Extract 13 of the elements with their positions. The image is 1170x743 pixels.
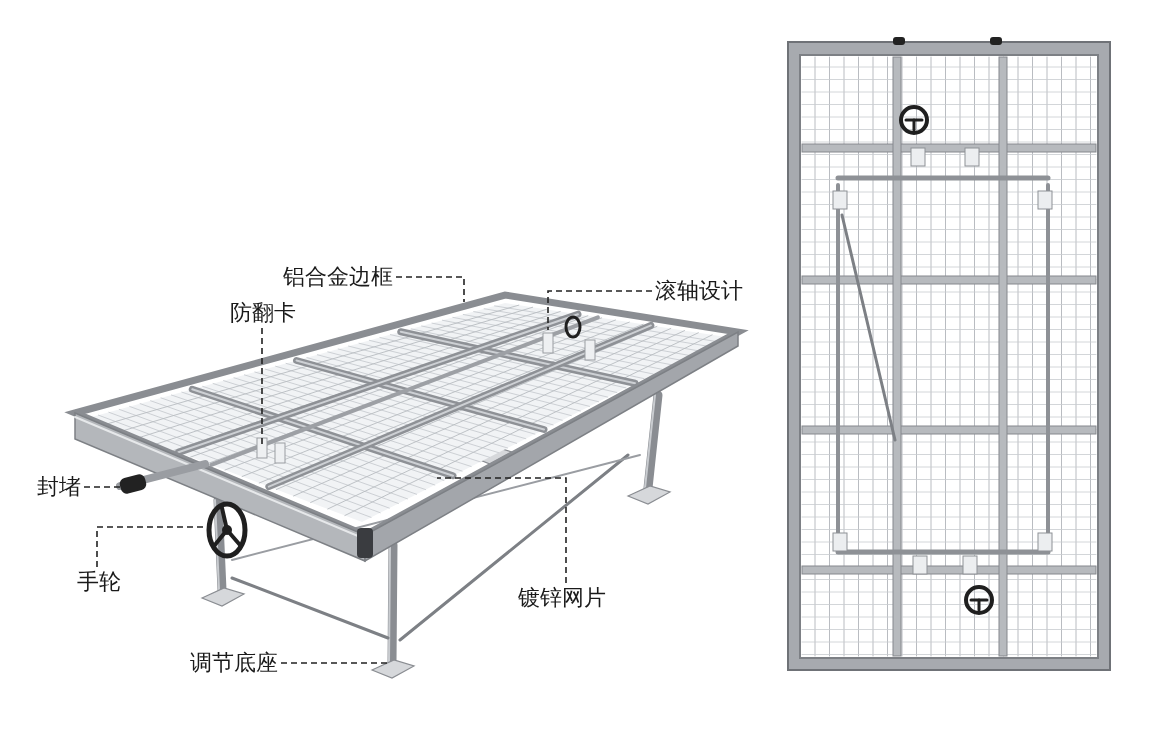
leader-line [436, 477, 567, 584]
callout-label: 镀锌网片 [518, 585, 606, 611]
callout-label: 调节底座 [190, 650, 278, 676]
leader-line [83, 486, 121, 488]
callout-label: 铝合金边框 [283, 264, 393, 290]
leader-line [280, 662, 389, 664]
callout-label: 封堵 [37, 474, 81, 500]
callout-label: 滚轴设计 [655, 278, 743, 304]
callout-label: 手轮 [77, 569, 121, 595]
leader-line [261, 327, 263, 447]
leader-line [547, 290, 653, 331]
callout-label: 防翻卡 [230, 300, 296, 326]
leader-line [395, 276, 465, 303]
